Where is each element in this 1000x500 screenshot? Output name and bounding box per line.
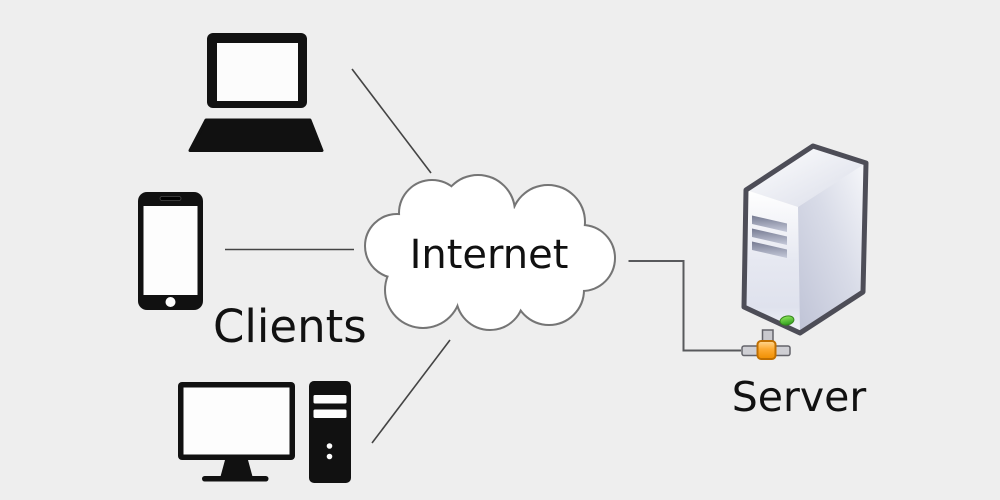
cloud-icon (364, 174, 616, 331)
tower-button (326, 453, 333, 460)
internet-label: Internet (409, 232, 569, 278)
desktop-internet-line (371, 339, 451, 444)
monitor-screen (183, 387, 290, 455)
server-side-face (798, 163, 866, 333)
tower-drive-slot (313, 409, 347, 418)
server-power-led (779, 315, 795, 326)
desktop-computer-icon (178, 381, 351, 483)
smartphone-icon (138, 192, 203, 310)
smartphone-home-button (165, 297, 176, 307)
server-vent-slot (752, 241, 787, 258)
tower-case (309, 381, 351, 483)
internet-server-line (628, 260, 741, 352)
laptop-keyboard-base (188, 118, 324, 152)
smartphone-screen (143, 206, 198, 295)
server-network-connector (756, 340, 777, 360)
tower-drive-slot (313, 395, 347, 404)
server-top-face (746, 146, 866, 207)
server-vent-slot (752, 215, 787, 232)
laptop-icon (188, 33, 324, 152)
smartphone-speaker (159, 196, 182, 201)
tower-button (326, 443, 333, 449)
server-outline (741, 143, 869, 336)
laptop-internet-line (351, 68, 432, 174)
monitor-stand-neck (220, 460, 253, 477)
cloud-center-fill (393, 207, 583, 297)
server-vent-slot (752, 228, 787, 245)
monitor-stand-base (202, 476, 269, 482)
server-label: Server (731, 373, 867, 421)
server-tower-icon (741, 143, 869, 360)
clients-label: Clients (213, 300, 367, 353)
laptop-screen (217, 43, 298, 101)
